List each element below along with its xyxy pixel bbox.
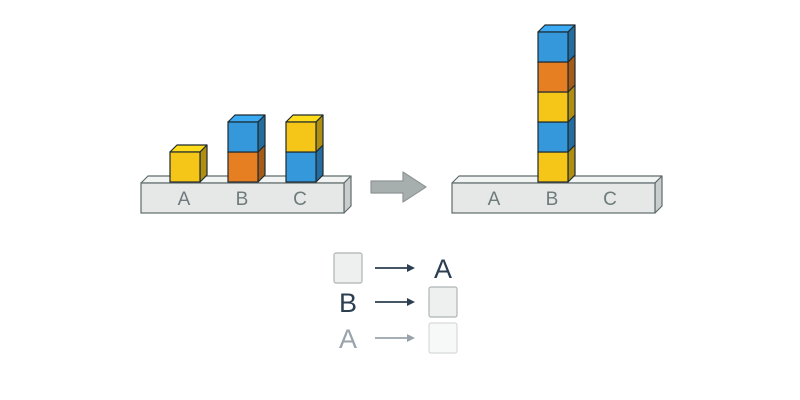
after-slot-label-b: B	[546, 189, 559, 210]
before-block-a-1	[169, 144, 208, 183]
platform-side	[343, 175, 352, 214]
before-block-c-2	[285, 114, 324, 153]
legend-empty-block	[428, 322, 458, 354]
block-front-face	[169, 151, 201, 183]
legend: ABA	[333, 252, 458, 354]
right-arrow-icon	[370, 171, 427, 203]
legend-to-label: A	[434, 254, 452, 284]
platform-front	[140, 182, 345, 214]
before-block-b-2	[227, 114, 266, 153]
right-arrow-icon	[407, 298, 415, 306]
legend-empty-block	[333, 252, 363, 284]
block-side-face	[199, 144, 208, 183]
legend-from-label: A	[339, 324, 357, 354]
after-slot-label-a: A	[488, 189, 501, 210]
block-front-face	[537, 91, 569, 123]
block-front-face	[537, 61, 569, 93]
legend-empty-block	[428, 286, 458, 318]
legend-from-label: B	[339, 288, 357, 318]
before-slot-label-c: C	[293, 189, 307, 210]
before-slot-label-a: A	[178, 189, 191, 210]
before-slot-label-b: B	[236, 189, 249, 210]
transition-arrow	[370, 171, 427, 203]
before-scene: A B C	[140, 114, 352, 214]
legend-row-3: A	[339, 322, 458, 354]
after-block-b-5	[537, 24, 576, 63]
block-front-face	[537, 121, 569, 153]
block-front-face	[227, 151, 259, 183]
after-scene: A B C	[451, 24, 663, 214]
block-front-face	[537, 31, 569, 63]
right-arrow-icon	[407, 334, 415, 342]
block-side-face	[315, 114, 324, 153]
block-side-face	[257, 114, 266, 153]
block-side-face	[567, 24, 576, 63]
legend-row-2: B	[339, 286, 458, 318]
platform-side	[654, 175, 663, 214]
block-front-face	[227, 121, 259, 153]
after-slot-label-c: C	[603, 189, 617, 210]
block-front-face	[537, 151, 569, 183]
right-arrow-icon	[407, 264, 415, 272]
block-front-face	[285, 121, 317, 153]
platform-front	[451, 182, 656, 214]
legend-row-1: A	[333, 252, 452, 284]
block-front-face	[285, 151, 317, 183]
